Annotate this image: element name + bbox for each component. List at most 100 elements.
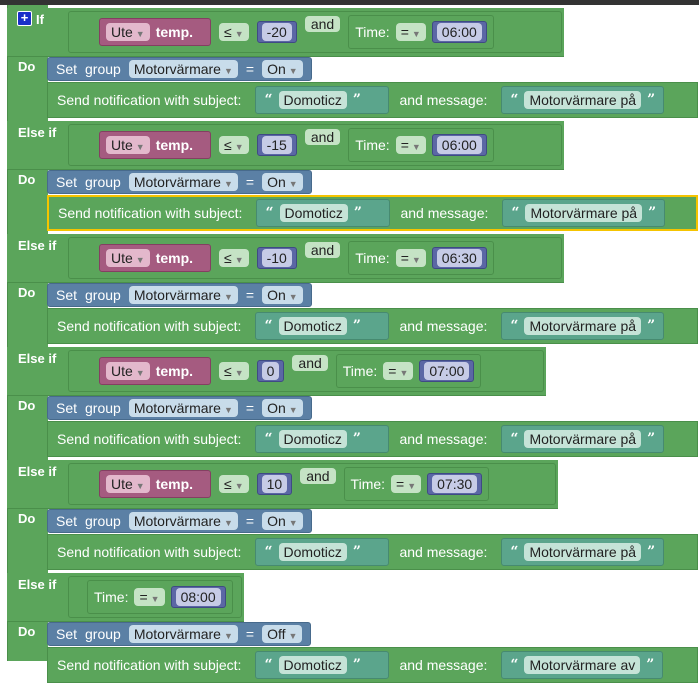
time-value-block[interactable]: 08:00 [170, 586, 226, 608]
device-dropdown[interactable]: Motorvärmare▼ [128, 512, 238, 530]
message-field[interactable]: Motorvärmare på [524, 430, 642, 448]
send-notification-block[interactable]: Send notification with subject:“Domoticz… [47, 534, 698, 570]
state-dropdown[interactable]: On▼ [262, 60, 303, 78]
time-field[interactable]: 06:00 [436, 136, 482, 154]
operator-dropdown[interactable]: ≤▼ [219, 136, 249, 154]
message-field[interactable]: Motorvärmare på [525, 204, 643, 222]
send-notification-block[interactable]: Send notification with subject:“Domoticz… [47, 647, 698, 683]
value-field[interactable]: -15 [261, 136, 292, 154]
state-dropdown[interactable]: On▼ [262, 286, 303, 304]
number-block[interactable]: -15 [256, 134, 297, 156]
time-field[interactable]: 08:00 [175, 588, 221, 606]
time-field[interactable]: 06:30 [436, 249, 482, 267]
state-dropdown[interactable]: Off▼ [262, 625, 303, 643]
condition-block[interactable]: Ute▼temp. ≤▼ -20 and Time:=▼06:00 [68, 11, 562, 53]
send-notification-block[interactable]: Send notification with subject:“Domoticz… [47, 195, 698, 231]
message-field[interactable]: Motorvärmare på [524, 317, 642, 335]
value-field[interactable]: -20 [261, 23, 292, 41]
time-value-block[interactable]: 06:00 [431, 134, 487, 156]
message-text-block[interactable]: “Motorvärmare på” [501, 312, 665, 340]
sensor-dropdown[interactable]: Ute▼ [106, 23, 150, 41]
time-value-block[interactable]: 06:30 [431, 247, 487, 269]
device-dropdown[interactable]: Motorvärmare▼ [128, 399, 238, 417]
subject-text-block[interactable]: “Domoticz” [255, 538, 390, 566]
time-operator-dropdown[interactable]: =▼ [395, 249, 426, 267]
subject-text-block[interactable]: “Domoticz” [255, 651, 390, 679]
message-text-block[interactable]: “Motorvärmare på” [501, 86, 665, 114]
subject-field[interactable]: Domoticz [278, 430, 347, 448]
operator-dropdown[interactable]: ≤▼ [219, 23, 249, 41]
sensor-block[interactable]: Ute▼temp. [99, 244, 211, 272]
and-dropdown[interactable]: and [300, 468, 336, 484]
sensor-block[interactable]: Ute▼temp. [99, 131, 211, 159]
message-field[interactable]: Motorvärmare av [524, 656, 641, 674]
and-dropdown[interactable]: and [292, 355, 328, 371]
time-field[interactable]: 07:30 [432, 475, 478, 493]
send-notification-block[interactable]: Send notification with subject:“Domoticz… [47, 421, 698, 457]
time-field[interactable]: 07:00 [424, 362, 470, 380]
time-block[interactable]: Time:=▼06:30 [348, 241, 494, 275]
time-operator-dropdown[interactable]: =▼ [391, 475, 422, 493]
device-dropdown[interactable]: Motorvärmare▼ [128, 286, 238, 304]
sensor-block[interactable]: Ute▼temp. [99, 18, 211, 46]
device-dropdown[interactable]: Motorvärmare▼ [128, 173, 238, 191]
time-field[interactable]: 06:00 [436, 23, 482, 41]
message-text-block[interactable]: “Motorvärmare på” [501, 538, 665, 566]
message-text-block[interactable]: “Motorvärmare av” [501, 651, 664, 679]
value-field[interactable]: 0 [261, 362, 280, 380]
and-dropdown[interactable]: and [304, 242, 341, 258]
if-block-spine[interactable] [7, 5, 48, 661]
time-value-block[interactable]: 07:30 [427, 473, 483, 495]
and-dropdown[interactable]: and [304, 16, 341, 32]
subject-field[interactable]: Domoticz [278, 91, 347, 109]
message-text-block[interactable]: “Motorvärmare på” [501, 425, 665, 453]
subject-field[interactable]: Domoticz [278, 317, 347, 335]
subject-field[interactable]: Domoticz [278, 656, 347, 674]
sensor-block[interactable]: Ute▼temp. [99, 470, 211, 498]
time-operator-dropdown[interactable]: =▼ [134, 588, 165, 606]
operator-dropdown[interactable]: ≤▼ [219, 362, 249, 380]
message-field[interactable]: Motorvärmare på [524, 91, 642, 109]
value-field[interactable]: 10 [261, 475, 288, 493]
value-field[interactable]: -10 [261, 249, 292, 267]
time-block[interactable]: Time:=▼06:00 [348, 15, 494, 49]
and-dropdown[interactable]: and [304, 129, 341, 145]
sensor-dropdown[interactable]: Ute▼ [106, 249, 150, 267]
time-block[interactable]: Time:=▼07:00 [335, 354, 482, 388]
number-block[interactable]: 10 [256, 473, 293, 495]
state-dropdown[interactable]: On▼ [262, 512, 303, 530]
time-value-block[interactable]: 07:00 [419, 360, 475, 382]
send-notification-block[interactable]: Send notification with subject:“Domoticz… [47, 308, 698, 344]
device-dropdown[interactable]: Motorvärmare▼ [128, 625, 238, 643]
subject-field[interactable]: Domoticz [279, 204, 348, 222]
sensor-dropdown[interactable]: Ute▼ [106, 362, 150, 380]
time-block[interactable]: Time:=▼07:30 [343, 467, 490, 501]
subject-text-block[interactable]: “Domoticz” [255, 425, 390, 453]
time-block[interactable]: Time:=▼08:00 [87, 580, 233, 614]
time-block[interactable]: Time:=▼06:00 [348, 128, 494, 162]
operator-dropdown[interactable]: ≤▼ [219, 249, 249, 267]
message-field[interactable]: Motorvärmare på [524, 543, 642, 561]
message-text-block[interactable]: “Motorvärmare på” [502, 199, 666, 227]
operator-dropdown[interactable]: ≤▼ [219, 475, 249, 493]
time-operator-dropdown[interactable]: =▼ [383, 362, 414, 380]
time-value-block[interactable]: 06:00 [431, 21, 487, 43]
state-dropdown[interactable]: On▼ [262, 173, 303, 191]
time-operator-dropdown[interactable]: =▼ [395, 136, 426, 154]
subject-text-block[interactable]: “Domoticz” [255, 86, 390, 114]
state-dropdown[interactable]: On▼ [262, 399, 303, 417]
number-block[interactable]: 0 [256, 360, 285, 382]
subject-field[interactable]: Domoticz [278, 543, 347, 561]
subject-text-block[interactable]: “Domoticz” [255, 312, 390, 340]
sensor-dropdown[interactable]: Ute▼ [106, 136, 150, 154]
